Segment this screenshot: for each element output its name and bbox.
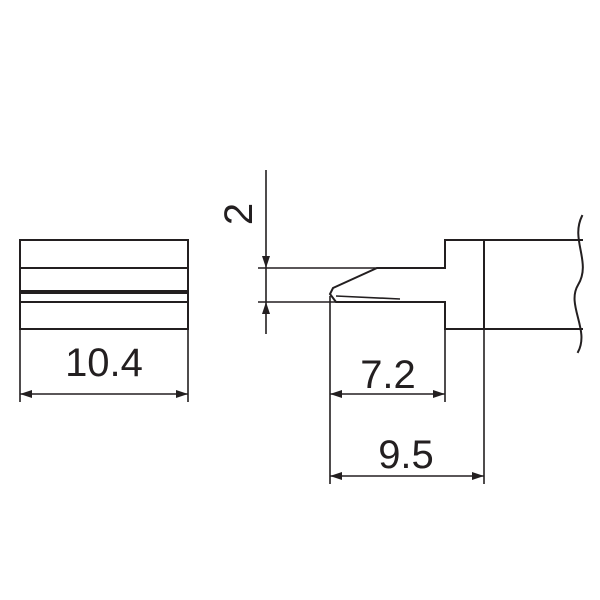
side-view-shank [444, 239, 583, 330]
front-view-outline [19, 239, 189, 330]
thickness-label: 2 [217, 203, 261, 225]
thickness-arrow-top [262, 256, 270, 268]
blade-length-arrow-left [330, 390, 342, 398]
blade-length-arrow-right [433, 390, 445, 398]
front-width-label: 10.4 [65, 341, 143, 385]
overall-length-label: 9.5 [378, 433, 434, 477]
overall-length-arrow-right [472, 472, 484, 480]
side-view-bevel-line [335, 295, 401, 300]
side-view: 2 7.2 9.5 [217, 170, 584, 484]
front-width-arrow-right [176, 390, 188, 398]
overall-length-arrow-left [330, 472, 342, 480]
front-view: 10.4 [19, 239, 189, 402]
thickness-arrow-bottom [262, 302, 270, 314]
front-width-arrow-left [20, 390, 32, 398]
side-view-break-line [573, 214, 584, 354]
blade-length-label: 7.2 [360, 353, 416, 397]
